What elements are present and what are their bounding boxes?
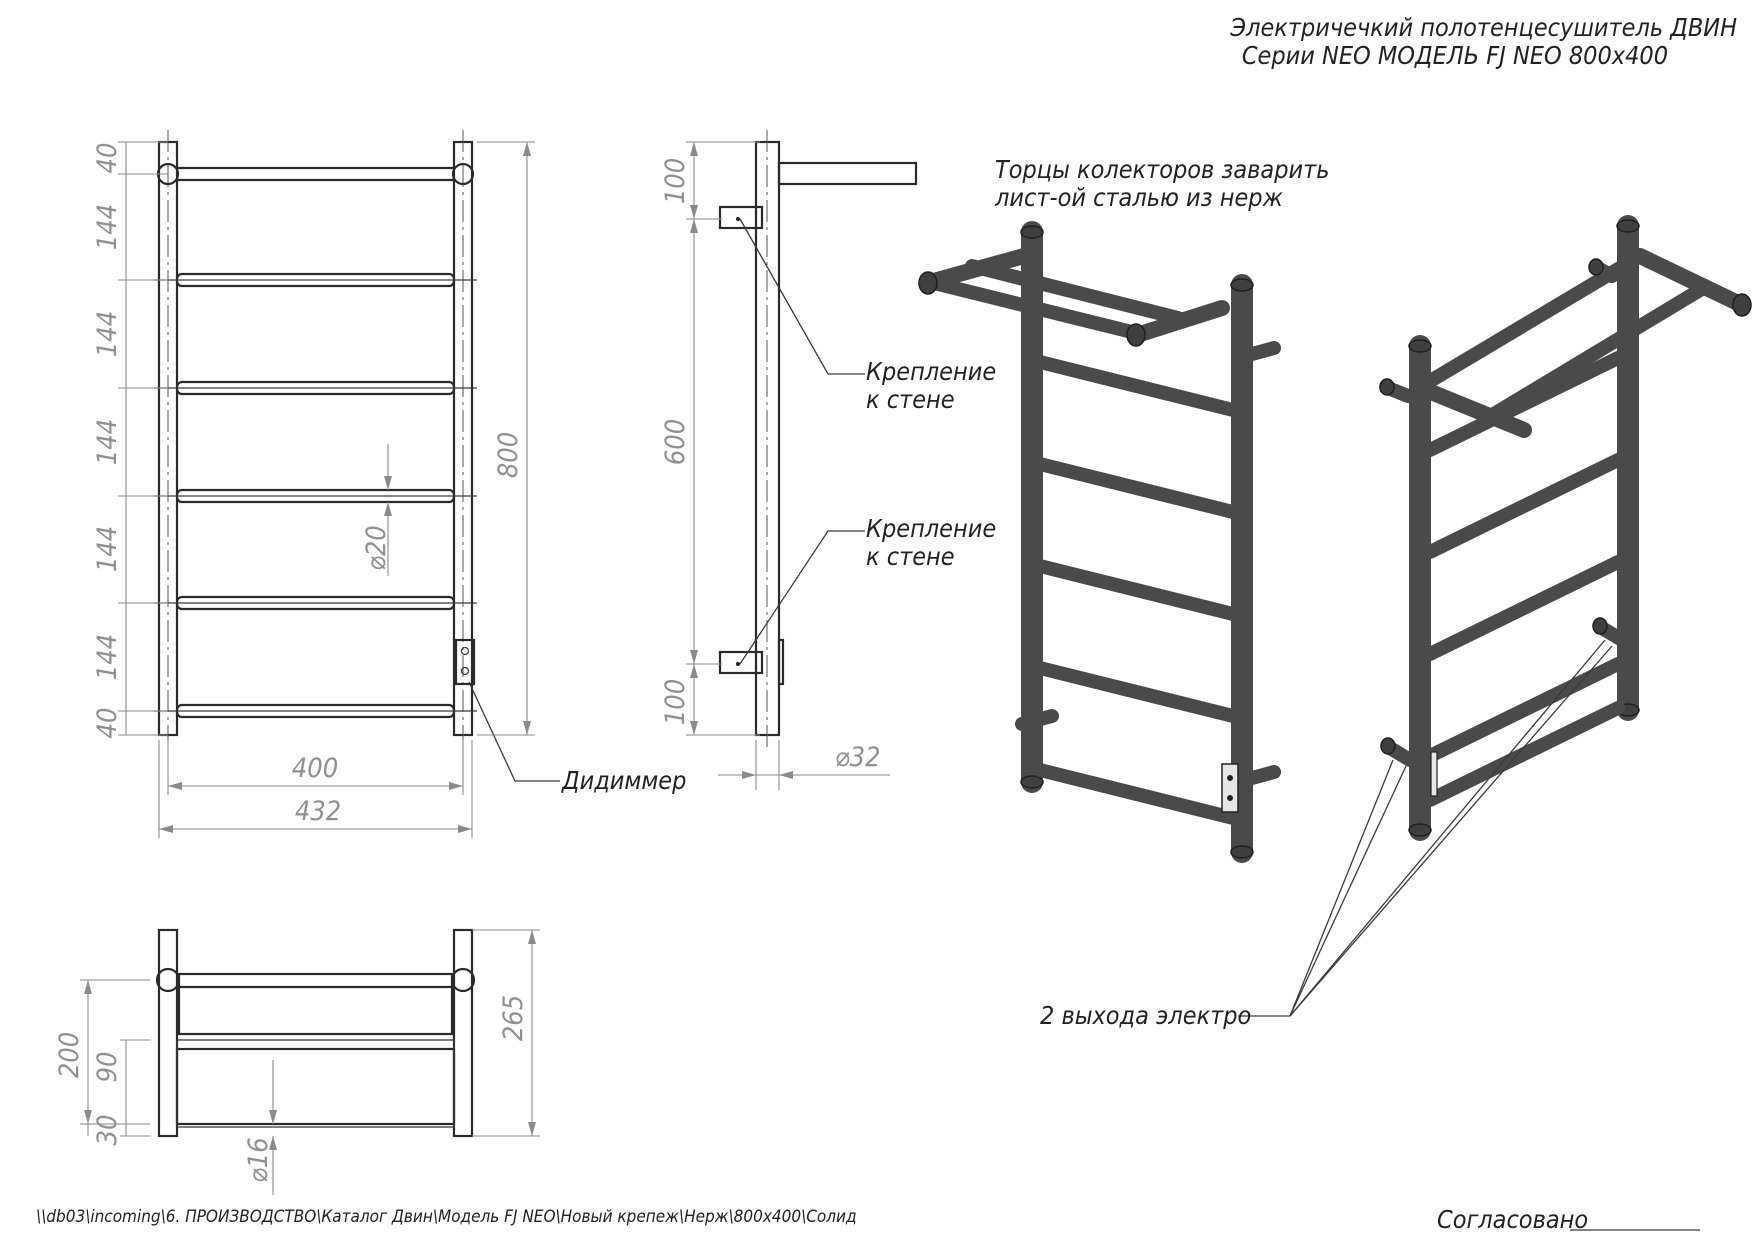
weld-note-line-2: лист-ой сталью из нерж — [994, 183, 1284, 212]
dimmer-label: Дидиммер — [561, 766, 686, 795]
top-view-shelf — [177, 972, 454, 1036]
dim-spacing-144-5: 144 — [92, 634, 123, 680]
top-view-right-circle — [450, 967, 476, 993]
dim-spacing-144-4: 144 — [92, 526, 123, 572]
footer: \\db03\incoming\6. ПРОИЗВОДСТВО\Каталог … — [36, 1205, 1700, 1234]
dim-bottom-40: 40 — [92, 708, 123, 739]
dim-spacing-144-1: 144 — [92, 204, 123, 250]
dim-spacing-144-3: 144 — [92, 419, 123, 465]
rod-diameter-symbol: ⌀ — [243, 1168, 274, 1183]
weld-note-line-1: Торцы колекторов заварить — [995, 155, 1329, 184]
dim-height-800: 800 — [493, 432, 524, 478]
top-view-left-collector — [157, 928, 179, 1138]
approved-label: Согласовано — [1437, 1205, 1588, 1234]
top-view-left-circle — [155, 967, 181, 993]
wall-mount-bottom — [718, 650, 764, 675]
bar-diameter-value: 20 — [361, 525, 392, 556]
wall-mount-top-label-2: к стене — [866, 385, 955, 414]
dim-bottom-offset-100: 100 — [660, 679, 691, 725]
front-view: Дидиммер 40 144 144 144 144 144 40 800 — [92, 130, 686, 838]
dimmer-box — [454, 638, 476, 686]
right-top-end-circle — [451, 162, 475, 186]
wall-mount-bottom-label-1: Крепление — [866, 514, 996, 543]
wall-mount-top — [718, 205, 764, 230]
outputs-leader-1 — [1238, 759, 1394, 1017]
dim-pipe-diameter: ⌀32 — [835, 742, 881, 773]
iso-view-front: Торцы колекторов заварить лист-ой сталью… — [918, 155, 1329, 863]
side-top-rail — [777, 161, 918, 186]
wall-mount-top-leader — [739, 218, 865, 375]
title-line-1: Электричечкий полотенцесушитель ДВИН — [1229, 13, 1737, 42]
pipe-diameter-symbol: ⌀ — [835, 742, 850, 773]
dim-total-depth-265: 265 — [498, 995, 529, 1041]
title-line-2: Серии NEO МОДЕЛЬ FJ NEO 800х400 — [1242, 41, 1668, 70]
dim-top-offset-100: 100 — [660, 158, 691, 204]
dim-mount-spacing-600: 600 — [660, 419, 691, 465]
dim-spacing-144-2: 144 — [92, 311, 123, 357]
file-path: \\db03\incoming\6. ПРОИЗВОДСТВО\Каталог … — [36, 1207, 857, 1227]
dim-bar-diameter: ⌀20 — [361, 525, 392, 571]
dim-rod-diameter: ⌀16 — [243, 1137, 274, 1183]
top-view-right-collector — [452, 928, 474, 1138]
dim-gap-30: 30 — [92, 1115, 123, 1146]
rod-diameter-value: 16 — [243, 1137, 274, 1168]
front-crossbars — [154, 272, 477, 719]
iso-view-back: 2 выхода электро — [1040, 215, 1752, 1030]
top-view-lower-frame — [175, 1047, 456, 1126]
wall-mount-bottom-label-2: к стене — [866, 542, 955, 571]
side-dimmer — [777, 638, 785, 686]
pipe-diameter-value: 32 — [850, 742, 881, 773]
dim-gap-90: 90 — [92, 1052, 123, 1083]
dim-outer-width-432: 432 — [295, 796, 341, 827]
wall-mount-bottom-leader — [739, 530, 865, 665]
side-view: Крепление к стене Крепление к стене 100 … — [660, 130, 996, 790]
dim-inner-width-400: 400 — [292, 753, 338, 784]
title-block: Электричечкий полотенцесушитель ДВИН Сер… — [1229, 13, 1737, 70]
outputs-label: 2 выхода электро — [1040, 1001, 1251, 1030]
front-spacing-dimensions: 40 144 144 144 144 144 40 — [92, 141, 168, 739]
wall-mount-top-label-1: Крепление — [866, 357, 996, 386]
dim-top-40: 40 — [92, 143, 123, 174]
dim-shelf-depth-200: 200 — [54, 1032, 85, 1078]
dimmer-leader — [468, 681, 560, 782]
diameter-symbol: ⌀ — [361, 556, 392, 571]
top-view: 200 90 30 265 ⌀16 — [54, 928, 540, 1195]
